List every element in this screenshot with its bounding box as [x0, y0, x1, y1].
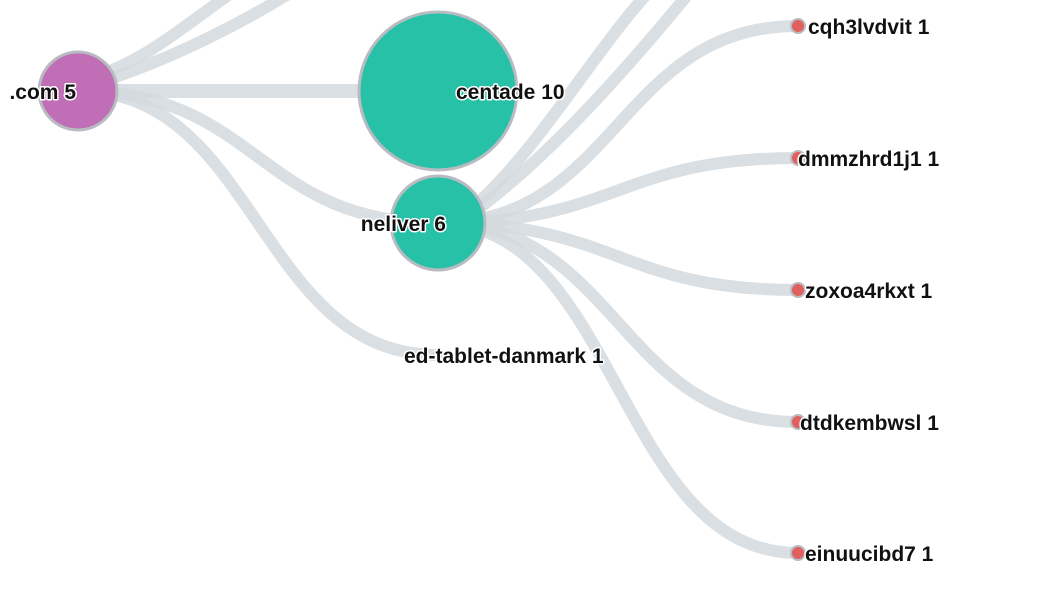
node-label-zox: zoxoa4rkxt 1 — [805, 280, 933, 303]
labels-layer: .com 5 centade 10 neliver 6 ed-tablet-danma… — [8, 15, 941, 568]
tree-link-partial — [88, 0, 232, 84]
nodes-layer — [37, 10, 806, 561]
tree-link-root-neliver — [77, 85, 439, 229]
node-label-ein: einuucibd7 1 — [805, 543, 934, 566]
tree-node-dmm[interactable] — [790, 150, 806, 166]
node-label-dtd: dtdkembwsl 1 — [800, 412, 939, 435]
tree-node-centade[interactable] — [357, 10, 519, 172]
tree-link-neliver-ein — [437, 217, 799, 559]
node-label-root: .com 5 — [9, 81, 76, 104]
node-label-edtablet: ed-tablet-danmark 1 — [404, 345, 604, 368]
node-label-neliver: neliver 6 — [361, 213, 446, 236]
tree-link-partial — [466, 0, 692, 220]
node-label-cqh: cqh3lvdvit 1 — [808, 16, 930, 39]
tree-link-root-edtablet — [77, 85, 439, 361]
tree-node-root[interactable] — [37, 50, 119, 132]
links-layer — [77, 0, 799, 559]
tree-link-neliver-zox — [437, 217, 799, 296]
tree-node-zox[interactable] — [790, 282, 806, 298]
node-label-centade: centade 10 — [456, 81, 565, 104]
tree-link-neliver-cqh — [437, 20, 799, 229]
tree-node-dtd[interactable] — [790, 414, 806, 430]
tree-link-partial — [466, 0, 650, 215]
tree-node-ein[interactable] — [790, 545, 806, 561]
node-label-dmm: dmmzhrd1j1 1 — [798, 148, 940, 171]
tree-node-neliver[interactable] — [389, 174, 487, 272]
tree-node-edtablet[interactable] — [433, 350, 443, 360]
tree-link-neliver-dmm — [437, 152, 799, 229]
tree-node-cqh[interactable] — [790, 18, 806, 34]
tree-link-partial — [98, 0, 290, 88]
